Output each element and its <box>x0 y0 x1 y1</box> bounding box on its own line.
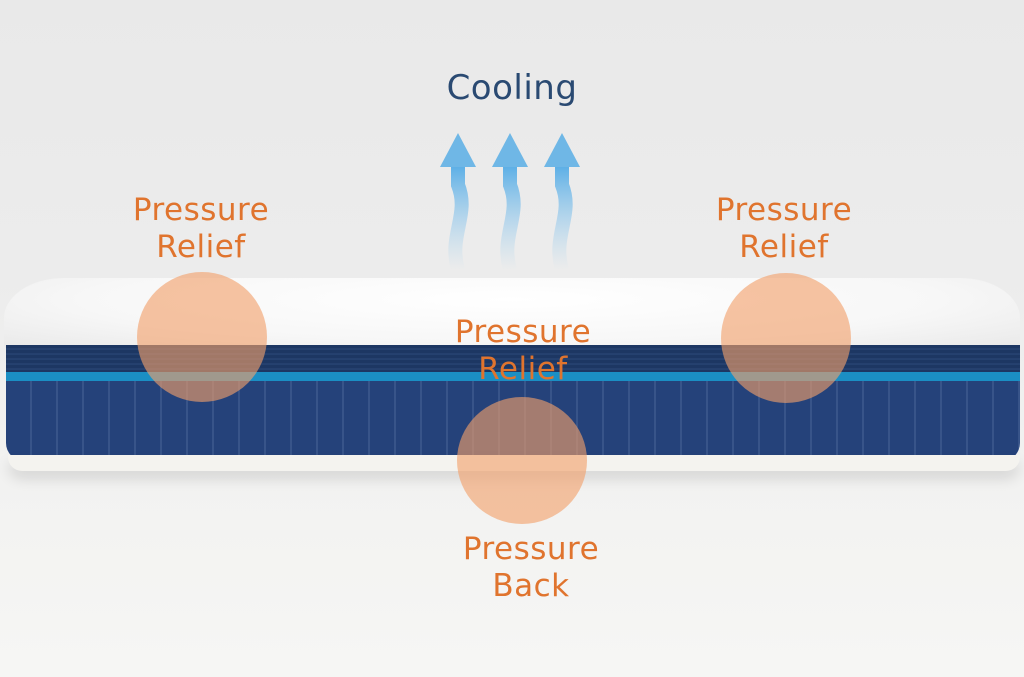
pressure-zone-right <box>721 273 851 403</box>
cooling-arrow-icon <box>440 133 476 270</box>
cooling-arrows <box>440 133 580 270</box>
cooling-arrow-icon <box>544 133 580 270</box>
cooling-title: Cooling <box>446 68 578 108</box>
pressure-zone-left <box>137 272 267 402</box>
pressure-relief-label-center: Pressure Relief <box>454 314 592 387</box>
pressure-relief-label-left: Pressure Relief <box>132 192 270 265</box>
pressure-back-label: Pressure Back <box>462 531 600 604</box>
cooling-arrow-icon <box>492 133 528 270</box>
pressure-zone-center <box>457 397 587 524</box>
pressure-relief-label-right: Pressure Relief <box>715 192 853 265</box>
mattress-blue-stripe <box>6 372 1020 381</box>
